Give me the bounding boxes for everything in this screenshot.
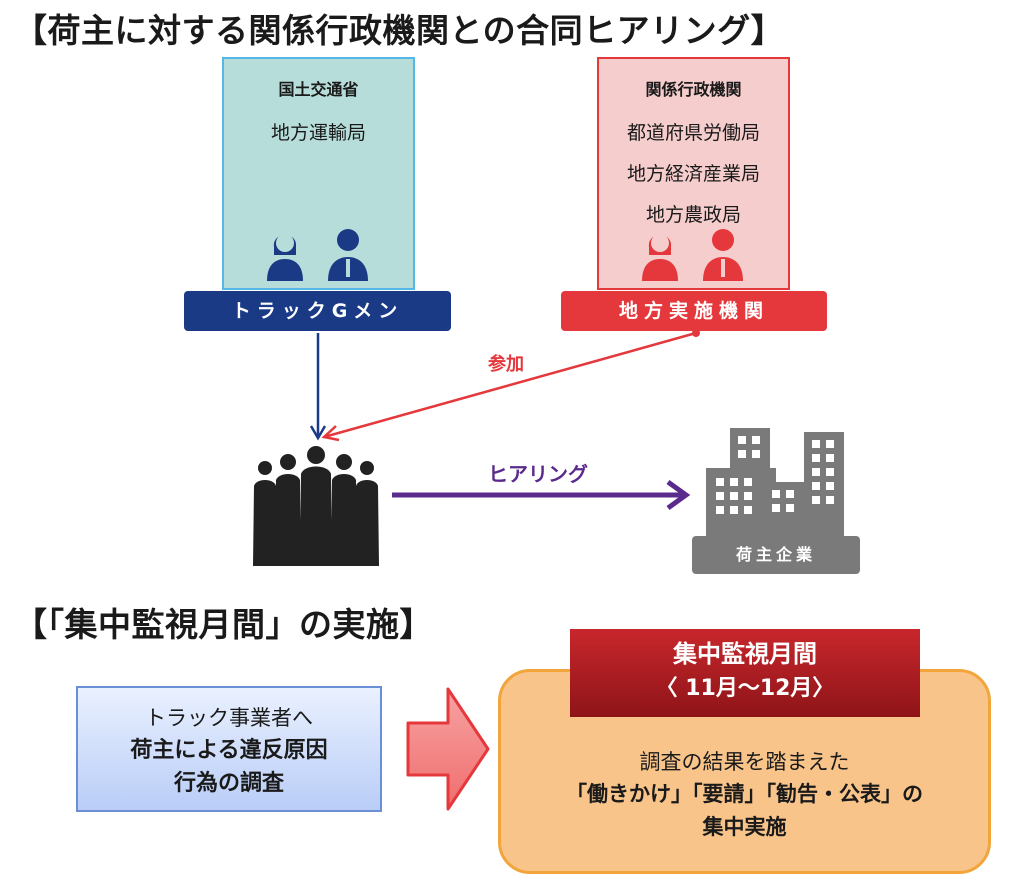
section-title-hearing: 【荷主に対する関係行政機関との合同ヒアリング】 bbox=[14, 11, 785, 50]
officials-icon bbox=[267, 229, 368, 281]
period-banner: 集中監視月間 〈 11月〜12月〉 bbox=[570, 629, 920, 717]
investigation-line1: トラック事業者へ bbox=[145, 706, 313, 730]
related-item: 地方農政局 bbox=[645, 204, 741, 226]
truck-gmen-banner: トラックGメン bbox=[184, 291, 451, 331]
hearing-label: ヒアリング bbox=[488, 462, 588, 486]
related-agencies-box: 関係行政機関 都道府県労働局 地方経済産業局 地方農政局 bbox=[597, 57, 790, 290]
actions-line2: 「働きかけ」「要請」「勧告・公表」の bbox=[566, 782, 923, 806]
join-label: 参加 bbox=[488, 354, 524, 375]
related-heading: 関係行政機関 bbox=[645, 80, 742, 99]
shipper-label: 荷主企業 bbox=[692, 536, 860, 574]
crowd-icon bbox=[253, 446, 379, 566]
local-agency-banner: 地方実施機関 bbox=[561, 291, 827, 331]
period-range: 〈 11月〜12月〉 bbox=[655, 676, 835, 701]
mlit-box: 国土交通省 地方運輸局 bbox=[222, 57, 415, 290]
actions-line3: 集中実施 bbox=[702, 815, 787, 839]
mlit-item: 地方運輸局 bbox=[270, 122, 366, 144]
investigation-line3: 行為の調査 bbox=[173, 771, 284, 796]
investigation-box: トラック事業者へ 荷主による違反原因 行為の調査 bbox=[76, 686, 382, 812]
actions-line1: 調査の結果を踏まえた bbox=[639, 750, 850, 774]
related-item: 都道府県労働局 bbox=[626, 122, 760, 144]
join-arrow bbox=[323, 331, 697, 439]
investigation-line2: 荷主による違反原因 bbox=[130, 738, 328, 763]
period-title: 集中監視月間 bbox=[673, 640, 817, 668]
section-title-monitoring: 【「集中監視月間」の実施】 bbox=[14, 605, 433, 644]
building-icon bbox=[706, 428, 844, 536]
officials-icon-red bbox=[642, 229, 743, 281]
related-item: 地方経済産業局 bbox=[626, 163, 760, 185]
mlit-heading: 国土交通省 bbox=[278, 80, 359, 99]
right-arrow-icon bbox=[406, 687, 490, 811]
